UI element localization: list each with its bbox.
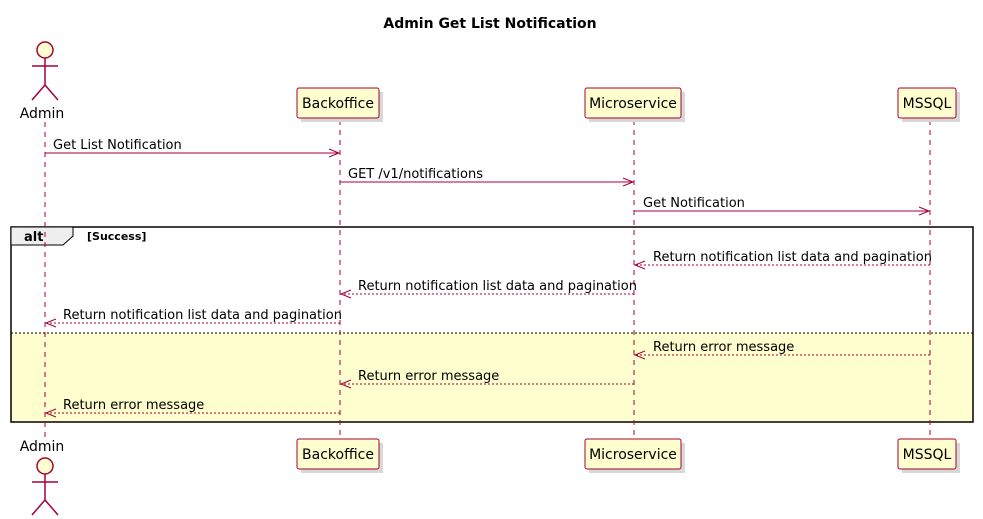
arrow-head-icon	[633, 350, 646, 360]
arrow-head-icon	[918, 206, 931, 216]
message: Get List Notification	[45, 138, 341, 158]
fragment-tab	[10, 226, 74, 246]
message-label: Get List Notification	[53, 138, 182, 153]
message-label: Get Notification	[643, 196, 745, 211]
message: Return error message	[339, 369, 634, 389]
participant-label: Microservice	[589, 447, 677, 463]
lifelines	[44, 120, 931, 440]
arrow-head-icon	[328, 148, 341, 158]
participant-label: MSSQL	[903, 96, 952, 112]
participant-mssql-bottom: MSSQL	[897, 438, 960, 473]
arrow-head-icon	[44, 408, 57, 418]
participant-label: MSSQL	[903, 447, 952, 463]
participant-label: Microservice	[589, 96, 677, 112]
actor-admin-top: Admin	[20, 41, 65, 122]
participant-label: Backoffice	[302, 96, 374, 112]
message: Return notification list data and pagina…	[44, 308, 342, 328]
actor-icon	[31, 41, 59, 101]
message: Return notification list data and pagina…	[339, 279, 637, 299]
participant-backoffice-top: Backoffice	[296, 87, 383, 122]
arrow-head-icon	[633, 260, 646, 270]
actor-label: Admin	[20, 106, 65, 122]
arrow-head-icon	[44, 318, 57, 328]
actor-label: Admin	[20, 439, 65, 455]
arrow-head-icon	[622, 177, 635, 187]
else-region	[11, 333, 973, 422]
message-label: Return notification list data and pagina…	[63, 308, 342, 323]
participant-microservice-top: Microservice	[584, 87, 685, 122]
alt-fragment: alt [Success]	[10, 226, 974, 423]
message: Get Notification	[634, 196, 931, 216]
message: Return error message	[44, 398, 340, 418]
fragment-operator: alt	[24, 230, 43, 245]
actor-icon	[31, 457, 59, 516]
message-label: Return error message	[358, 369, 499, 384]
message-label: Return error message	[63, 398, 204, 413]
message: Return notification list data and pagina…	[633, 250, 932, 270]
message-label: Return error message	[653, 340, 794, 355]
message-label: Return notification list data and pagina…	[358, 279, 637, 294]
participant-backoffice-bottom: Backoffice	[296, 438, 383, 473]
message: Return error message	[633, 340, 930, 360]
arrow-head-icon	[339, 289, 352, 299]
fragment-guard: [Success]	[87, 230, 146, 243]
arrow-head-icon	[339, 379, 352, 389]
participant-mssql-top: MSSQL	[897, 87, 960, 122]
diagram-title: Admin Get List Notification	[383, 16, 596, 32]
messages: Get List Notification GET /v1/notificati…	[44, 138, 932, 418]
participant-microservice-bottom: Microservice	[584, 438, 685, 473]
message-label: GET /v1/notifications	[348, 167, 483, 182]
message: GET /v1/notifications	[340, 167, 635, 187]
participant-label: Backoffice	[302, 447, 374, 463]
actor-admin-bottom: Admin	[20, 439, 65, 516]
fragment-frame	[10, 226, 974, 423]
message-label: Return notification list data and pagina…	[653, 250, 932, 265]
